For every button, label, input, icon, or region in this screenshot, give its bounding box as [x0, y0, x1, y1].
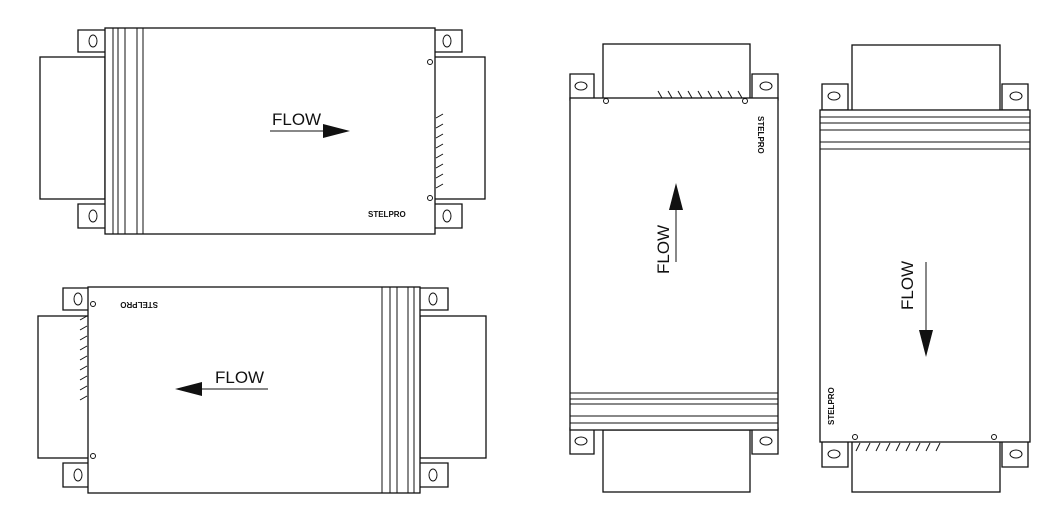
keyhole-slot — [827, 449, 841, 459]
heater-body — [819, 109, 1031, 443]
element-coils — [855, 442, 941, 452]
screw — [427, 59, 433, 65]
heater-view-flow-right: FLOW STELPRO — [39, 27, 486, 235]
inlet-duct-collar — [39, 56, 106, 200]
keyhole-slot — [73, 468, 83, 482]
keyhole-slot — [1009, 91, 1023, 101]
flow-label: FLOW — [272, 110, 321, 129]
inlet-duct-collar — [851, 44, 1001, 114]
keyhole-slot — [827, 91, 841, 101]
keyhole-slot — [574, 81, 588, 91]
brand-logo-text: STELPRO — [368, 210, 406, 219]
heater-body — [569, 97, 779, 431]
element-coils — [657, 90, 743, 99]
keyhole-slot — [428, 468, 438, 482]
screw — [852, 434, 858, 440]
brand-logo-text: STELPRO — [756, 116, 765, 154]
screw — [90, 301, 96, 307]
flow-arrow-head — [669, 183, 683, 210]
heater-view-flow-left: FLOW STELPRO — [37, 286, 487, 494]
screw — [742, 98, 748, 104]
outlet-duct-collar — [429, 56, 486, 200]
screw — [90, 453, 96, 459]
keyhole-slot — [73, 292, 83, 306]
flow-arrow-head — [323, 124, 350, 138]
keyhole-slot — [428, 292, 438, 306]
keyhole-slot — [1009, 449, 1023, 459]
keyhole-slot — [442, 34, 452, 48]
screw — [991, 434, 997, 440]
inlet-duct-collar — [419, 315, 487, 459]
outlet-duct-collar — [602, 43, 751, 103]
flow-arrow-head — [919, 330, 933, 357]
keyhole-slot — [88, 34, 98, 48]
element-coils — [435, 113, 444, 189]
keyhole-slot — [759, 436, 773, 446]
screw — [603, 98, 609, 104]
screw — [427, 195, 433, 201]
heater-view-flow-down: FLOW STELPRO — [819, 44, 1031, 493]
brand-logo-text: STELPRO — [120, 300, 158, 309]
keyhole-slot — [442, 209, 452, 223]
heater-body — [87, 286, 421, 494]
keyhole-slot — [574, 436, 588, 446]
element-coils — [79, 315, 88, 401]
flow-label: FLOW — [654, 225, 673, 274]
inlet-duct-collar — [602, 429, 751, 493]
flow-arrow-head — [175, 382, 202, 396]
outlet-duct-collar — [851, 439, 1001, 493]
flow-label: FLOW — [898, 261, 917, 310]
heater-view-flow-up: FLOW STELPRO — [569, 43, 779, 493]
keyhole-slot — [88, 209, 98, 223]
brand-logo-text: STELPRO — [827, 387, 836, 425]
keyhole-slot — [759, 81, 773, 91]
flow-label: FLOW — [215, 368, 264, 387]
